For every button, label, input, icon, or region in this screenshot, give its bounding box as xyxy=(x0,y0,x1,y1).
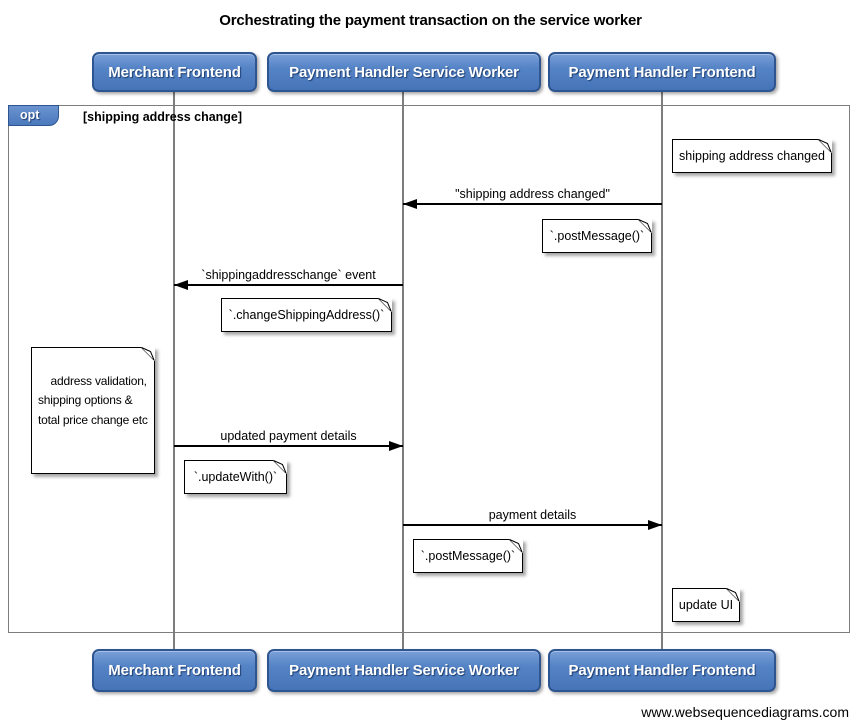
arrowhead-right-icon xyxy=(648,520,662,530)
note-folded-corner-icon xyxy=(509,539,523,553)
lifeline-payment-handler-service-worker xyxy=(402,92,404,650)
note-folded-corner-icon xyxy=(818,139,832,153)
note-text: `.changeShippingAddress()` xyxy=(228,308,385,322)
message-line xyxy=(174,284,403,286)
lifeline-merchant-frontend xyxy=(173,92,175,650)
message-shippingaddresschange-event: `shippingaddresschange` event xyxy=(174,262,403,290)
actor-label: Payment Handler Frontend xyxy=(568,662,756,679)
note-shipping-address-changed: shipping address changed xyxy=(672,139,832,173)
actor-label: Payment Handler Service Worker xyxy=(289,662,519,679)
actor-bottom-payment-handler-service-worker: Payment Handler Service Worker xyxy=(267,649,541,692)
message-label: `shippingaddresschange` event xyxy=(201,268,376,282)
message-line xyxy=(403,524,662,526)
note-address-validation: address validation, shipping options & t… xyxy=(31,347,155,474)
actor-bottom-merchant-frontend: Merchant Frontend xyxy=(92,649,257,692)
note-text: `.postMessage()` xyxy=(420,549,516,563)
actor-label: Merchant Frontend xyxy=(108,63,241,81)
arrowhead-right-icon xyxy=(389,441,403,451)
opt-frame-tab-label: opt xyxy=(20,108,40,122)
opt-frame xyxy=(8,105,850,633)
note-folded-corner-icon xyxy=(140,347,155,361)
note-folded-corner-icon xyxy=(273,460,287,474)
note-postmessage-1: `.postMessage()` xyxy=(542,219,652,253)
message-payment-details: payment details xyxy=(403,502,662,530)
note-text: `.postMessage()` xyxy=(549,229,645,243)
opt-frame-tab: opt xyxy=(8,105,59,126)
actor-label: Payment Handler Frontend xyxy=(568,63,756,81)
note-folded-corner-icon xyxy=(378,298,392,312)
watermark: www.websequencediagrams.com xyxy=(641,704,849,720)
message-line xyxy=(403,203,662,205)
message-label: updated payment details xyxy=(220,429,357,443)
actor-bottom-payment-handler-frontend: Payment Handler Frontend xyxy=(548,649,776,692)
note-postmessage-2: `.postMessage()` xyxy=(413,539,523,573)
arrowhead-left-icon xyxy=(174,280,188,290)
note-change-shipping-address: `.changeShippingAddress()` xyxy=(221,298,392,332)
actor-label: Merchant Frontend xyxy=(108,662,241,679)
message-line xyxy=(174,445,403,447)
message-label: "shipping address changed" xyxy=(455,187,610,201)
note-text: `.updateWith()` xyxy=(193,470,278,484)
lifeline-payment-handler-frontend xyxy=(661,92,663,650)
actor-top-payment-handler-frontend: Payment Handler Frontend xyxy=(548,52,776,92)
note-updatewith: `.updateWith()` xyxy=(184,460,287,494)
note-update-ui: update UI xyxy=(672,588,740,622)
message-shipping-address-changed: "shipping address changed" xyxy=(403,181,662,209)
diagram-title: Orchestrating the payment transaction on… xyxy=(219,12,642,29)
note-text: address validation, shipping options & t… xyxy=(38,373,148,427)
opt-frame-guard: [shipping address change] xyxy=(83,110,243,124)
arrowhead-left-icon xyxy=(403,199,417,209)
actor-top-merchant-frontend: Merchant Frontend xyxy=(92,52,257,92)
message-updated-payment-details: updated payment details xyxy=(174,423,403,451)
note-folded-corner-icon xyxy=(726,588,740,602)
actor-label: Payment Handler Service Worker xyxy=(289,63,519,81)
note-folded-corner-icon xyxy=(638,219,652,233)
message-label: payment details xyxy=(488,508,577,522)
note-text: update UI xyxy=(678,598,734,612)
note-text: shipping address changed xyxy=(679,149,825,163)
actor-top-payment-handler-service-worker: Payment Handler Service Worker xyxy=(267,52,541,92)
